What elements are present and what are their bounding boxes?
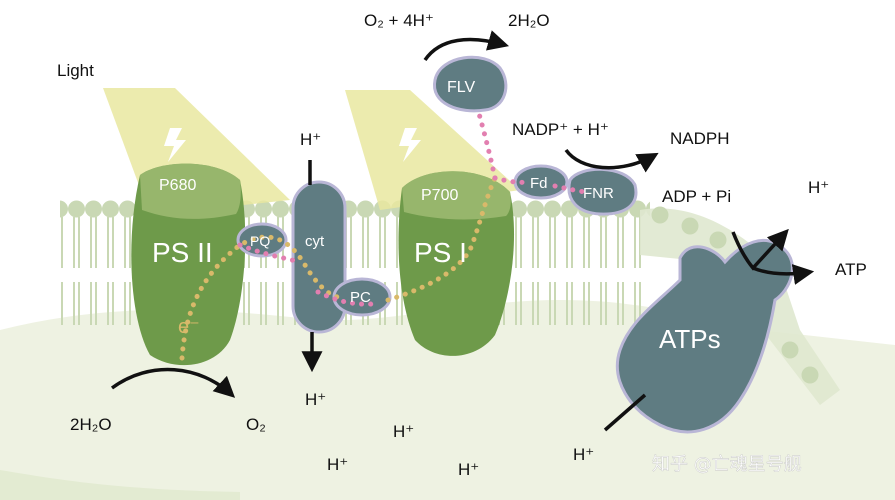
flv-label: FLV xyxy=(447,79,475,96)
ps1-complex xyxy=(398,171,515,356)
electron-label: e⁻ xyxy=(178,316,200,338)
light-label: Light xyxy=(57,61,94,80)
lightning-icon xyxy=(164,128,186,162)
h2o-bottom-label: 2H₂O xyxy=(70,415,112,434)
adp-label: ADP + Pi xyxy=(662,187,731,206)
h-lumen-atp-label: H⁺ xyxy=(573,445,594,464)
flv-protein xyxy=(433,55,508,113)
h-atp-out-label: H⁺ xyxy=(808,178,829,197)
h-lumen-label-3: H⁺ xyxy=(458,460,479,479)
p680-label: P680 xyxy=(159,177,196,194)
atp-label: ATP xyxy=(835,260,867,279)
cytochrome-complex xyxy=(291,180,347,334)
ps2-complex xyxy=(131,163,246,366)
ps1-label: PS I xyxy=(414,237,467,268)
pc-label: PC xyxy=(350,289,371,306)
lightning-icon xyxy=(399,128,421,162)
reaction-arrows xyxy=(110,30,815,432)
watermark: 知乎 @亡魂星号舰 xyxy=(652,454,802,475)
o2-4h-label: O₂ + 4H⁺ xyxy=(364,11,434,30)
p700-label: P700 xyxy=(421,187,458,204)
ps2-label: PS II xyxy=(152,237,213,268)
h-lumen-label-2: H⁺ xyxy=(327,455,348,474)
pq-label: PQ xyxy=(250,233,270,249)
fnr-label: FNR xyxy=(583,185,614,202)
cyt-label: cyt xyxy=(305,233,325,250)
h-cyt-out-label: H⁺ xyxy=(305,390,326,409)
fnr-protein xyxy=(567,167,638,216)
fd-label: Fd xyxy=(530,175,548,192)
electron-path xyxy=(179,107,588,361)
h2o-top-label: 2H₂O xyxy=(508,11,550,30)
nadp-label: NADP⁺ + H⁺ xyxy=(512,120,609,139)
nadph-label: NADPH xyxy=(670,129,730,148)
h-top-cyt-label: H⁺ xyxy=(300,130,321,149)
o2-bottom-label: O₂ xyxy=(246,415,266,434)
atps-label: ATPs xyxy=(659,324,721,354)
atp-synthase xyxy=(615,238,794,434)
h-lumen-label-1: H⁺ xyxy=(393,422,414,441)
